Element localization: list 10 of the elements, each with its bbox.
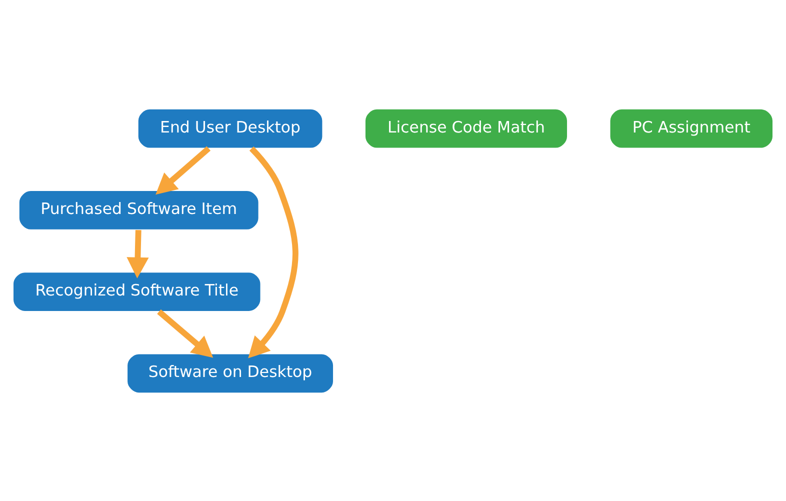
node-box: Software on Desktop bbox=[126, 352, 334, 394]
arrow bbox=[248, 146, 298, 358]
node-box: License Code Match bbox=[364, 108, 568, 148]
arrow bbox=[126, 229, 149, 278]
node-box: Purchased Software Item bbox=[18, 190, 260, 230]
node-box: End User Desktop bbox=[137, 108, 324, 148]
arrow bbox=[157, 308, 214, 358]
node-box: PC Assignment bbox=[609, 108, 774, 148]
node-box: Recognized Software Title bbox=[12, 271, 262, 312]
arrow bbox=[156, 146, 211, 194]
